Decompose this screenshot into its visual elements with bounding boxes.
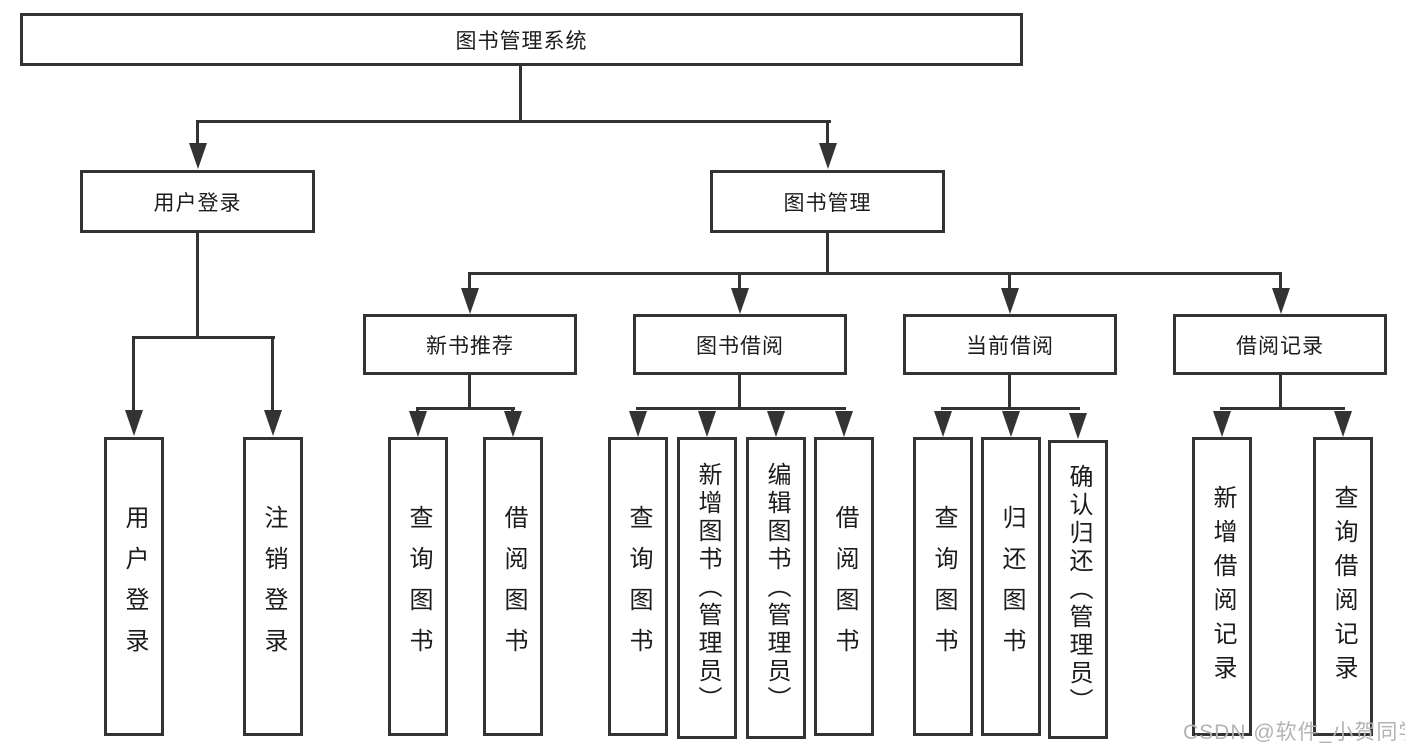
node-user-login: 用户登录 [80,170,315,233]
leaf-current-query-books-label: 查询图书 [930,504,957,669]
connector-root-stem [519,64,522,123]
connector-book-mgmt-stem [826,231,829,275]
leaf-current-query-books: 查询图书 [913,437,973,736]
arrowhead-g5-query [1334,411,1352,437]
connector-current-borrow-bus [941,407,1080,410]
leaf-current-return-books-label: 归还图书 [998,504,1025,669]
connector-new-book-bus [416,407,515,410]
arrowhead-g2-borrow [504,411,522,437]
connector-root-bus [196,120,831,123]
arrowhead-current-borrow [1001,288,1019,314]
connector-current-borrow-stem [1008,373,1011,410]
connector-drop-borrow-records [1279,272,1282,294]
leaf-borrow-add-books-admin-label: 新增图书（管理员） [694,462,721,714]
arrowhead-user-login [189,143,207,169]
leaf-borrow-query-books-label: 查询图书 [625,504,652,669]
arrowhead-borrow-records [1272,288,1290,314]
connector-book-borrow-stem [738,373,741,410]
leaf-records-query-record-label: 查询借阅记录 [1330,484,1357,689]
arrowhead-g3-add [698,411,716,437]
arrowhead-leaf-logout [264,410,282,436]
arrowhead-g3-borrow [835,411,853,437]
connector-book-borrow-bus [636,407,846,410]
node-new-book-recommend: 新书推荐 [363,314,577,375]
connector-user-login-stem [196,231,199,339]
leaf-borrow-edit-books-admin-label: 编辑图书（管理员） [763,462,790,714]
leaf-user-login-label: 用户登录 [121,504,148,669]
node-current-borrow: 当前借阅 [903,314,1117,375]
leaf-newbook-borrow-books: 借阅图书 [483,437,543,736]
leaf-records-query-record: 查询借阅记录 [1313,437,1373,736]
node-book-borrow-label: 图书借阅 [696,334,784,358]
connector-drop-book-mgmt [826,120,829,148]
connector-new-book-stem [468,373,471,410]
connector-drop-leaf-logout [271,336,274,418]
arrowhead-leaf-user-login [125,410,143,436]
node-user-login-label: 用户登录 [153,191,242,215]
leaf-user-login: 用户登录 [104,437,164,736]
connector-drop-current-borrow [1008,272,1011,294]
arrowhead-book-borrow [731,288,749,314]
leaf-borrow-add-books-admin: 新增图书（管理员） [677,437,737,739]
node-book-borrow: 图书借阅 [633,314,847,375]
leaf-records-add-record: 新增借阅记录 [1192,437,1252,736]
connector-book-mgmt-bus [468,272,1282,275]
arrowhead-g4-query [934,411,952,437]
leaf-records-add-record-label: 新增借阅记录 [1209,484,1236,689]
arrowhead-book-mgmt [819,143,837,169]
arrowhead-g3-edit [767,411,785,437]
leaf-borrow-borrow-books-label: 借阅图书 [831,504,858,669]
connector-borrow-records-stem [1279,373,1282,410]
leaf-borrow-borrow-books: 借阅图书 [814,437,874,736]
leaf-newbook-borrow-books-label: 借阅图书 [500,504,527,669]
connector-drop-new-book [468,272,471,294]
leaf-borrow-edit-books-admin: 编辑图书（管理员） [746,437,806,739]
node-new-book-recommend-label: 新书推荐 [426,334,514,358]
arrowhead-g2-query [409,411,427,437]
leaf-logout: 注销登录 [243,437,303,736]
node-library-system: 图书管理系统 [20,13,1023,66]
leaf-newbook-query-books-label: 查询图书 [405,504,432,669]
csdn-watermark: CSDN @软件_小贺同学 [1183,721,1405,744]
arrowhead-g4-return [1002,411,1020,437]
connector-drop-book-borrow [738,272,741,294]
leaf-newbook-query-books: 查询图书 [388,437,448,736]
connector-drop-leaf-user-login [132,336,135,418]
node-book-management: 图书管理 [710,170,945,233]
node-current-borrow-label: 当前借阅 [966,334,1054,358]
arrowhead-g4-confirm [1069,413,1087,439]
leaf-borrow-query-books: 查询图书 [608,437,668,736]
leaf-current-confirm-return-admin-label: 确认归还（管理员） [1065,463,1092,716]
connector-borrow-records-bus [1220,407,1345,410]
arrowhead-new-book [461,288,479,314]
arrowhead-g5-add [1213,411,1231,437]
leaf-current-return-books: 归还图书 [981,437,1041,736]
connector-drop-user-login [196,120,199,148]
leaf-logout-label: 注销登录 [260,504,287,669]
node-borrow-records: 借阅记录 [1173,314,1387,375]
node-library-system-label: 图书管理系统 [455,29,588,53]
arrowhead-g3-query [629,411,647,437]
connector-user-login-bus [132,336,275,339]
leaf-current-confirm-return-admin: 确认归还（管理员） [1048,440,1108,739]
node-book-management-label: 图书管理 [783,191,872,215]
node-borrow-records-label: 借阅记录 [1236,334,1324,358]
